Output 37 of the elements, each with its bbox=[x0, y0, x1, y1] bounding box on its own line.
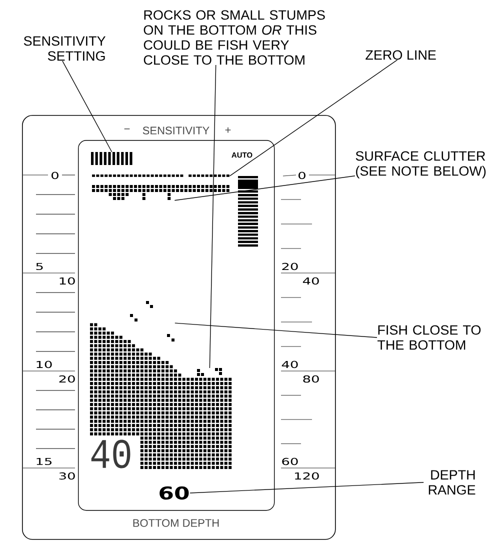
echo-dots bbox=[197, 368, 222, 376]
leader-line bbox=[229, 60, 398, 176]
echo-dots bbox=[130, 301, 174, 342]
leader-line bbox=[62, 60, 112, 152]
digit-readout: 40 bbox=[91, 440, 130, 468]
callout-text: SURFACE CLUTTER (SEE NOTE BELOW) bbox=[356, 151, 486, 178]
scale-number: 0 bbox=[52, 172, 58, 180]
panel-label: SENSITIVITY bbox=[142, 126, 210, 134]
scale-number: 10 bbox=[60, 277, 75, 285]
bar-indicator bbox=[91, 152, 132, 165]
scale-number: 20 bbox=[282, 262, 298, 270]
dot-row bbox=[92, 174, 230, 177]
scale-number: 30 bbox=[59, 472, 75, 480]
callout-text: FISH CLOSE TO THE BOTTOM bbox=[378, 325, 481, 350]
scale-number: 0 bbox=[298, 172, 306, 180]
callout-text: SENSITIVITY SETTING bbox=[24, 36, 106, 61]
scale-number: 40 bbox=[282, 360, 298, 368]
scale-number: 40 bbox=[302, 277, 319, 285]
scale-number: 10 bbox=[36, 360, 52, 368]
scale-number: 120 bbox=[295, 472, 319, 480]
minus-sign: − bbox=[124, 128, 130, 130]
echo-dots bbox=[92, 185, 230, 200]
callout-text: ROCKS OR SMALL STUMPS ON THE BOTTOM OR THIS COULD BE FISH VERY CLOSE TO THE BOTTOM bbox=[144, 10, 325, 65]
scale-number: 15 bbox=[36, 458, 52, 466]
panel-label: BOTTOM DEPTH bbox=[133, 519, 219, 527]
callout-text: DEPTH RANGE bbox=[428, 470, 476, 495]
leader-line bbox=[190, 482, 424, 494]
scale-number: 80 bbox=[303, 375, 319, 383]
scale-number: 60 bbox=[282, 458, 298, 466]
scale-number: 20 bbox=[59, 375, 75, 383]
callout-text: ZERO LINE bbox=[366, 50, 436, 60]
scale-number: 5 bbox=[36, 262, 43, 270]
leader-line bbox=[174, 322, 378, 338]
leader-line bbox=[174, 176, 356, 201]
digit-readout: 60 bbox=[160, 486, 189, 500]
plus-sign: + bbox=[225, 127, 231, 133]
leader-line bbox=[209, 64, 216, 368]
